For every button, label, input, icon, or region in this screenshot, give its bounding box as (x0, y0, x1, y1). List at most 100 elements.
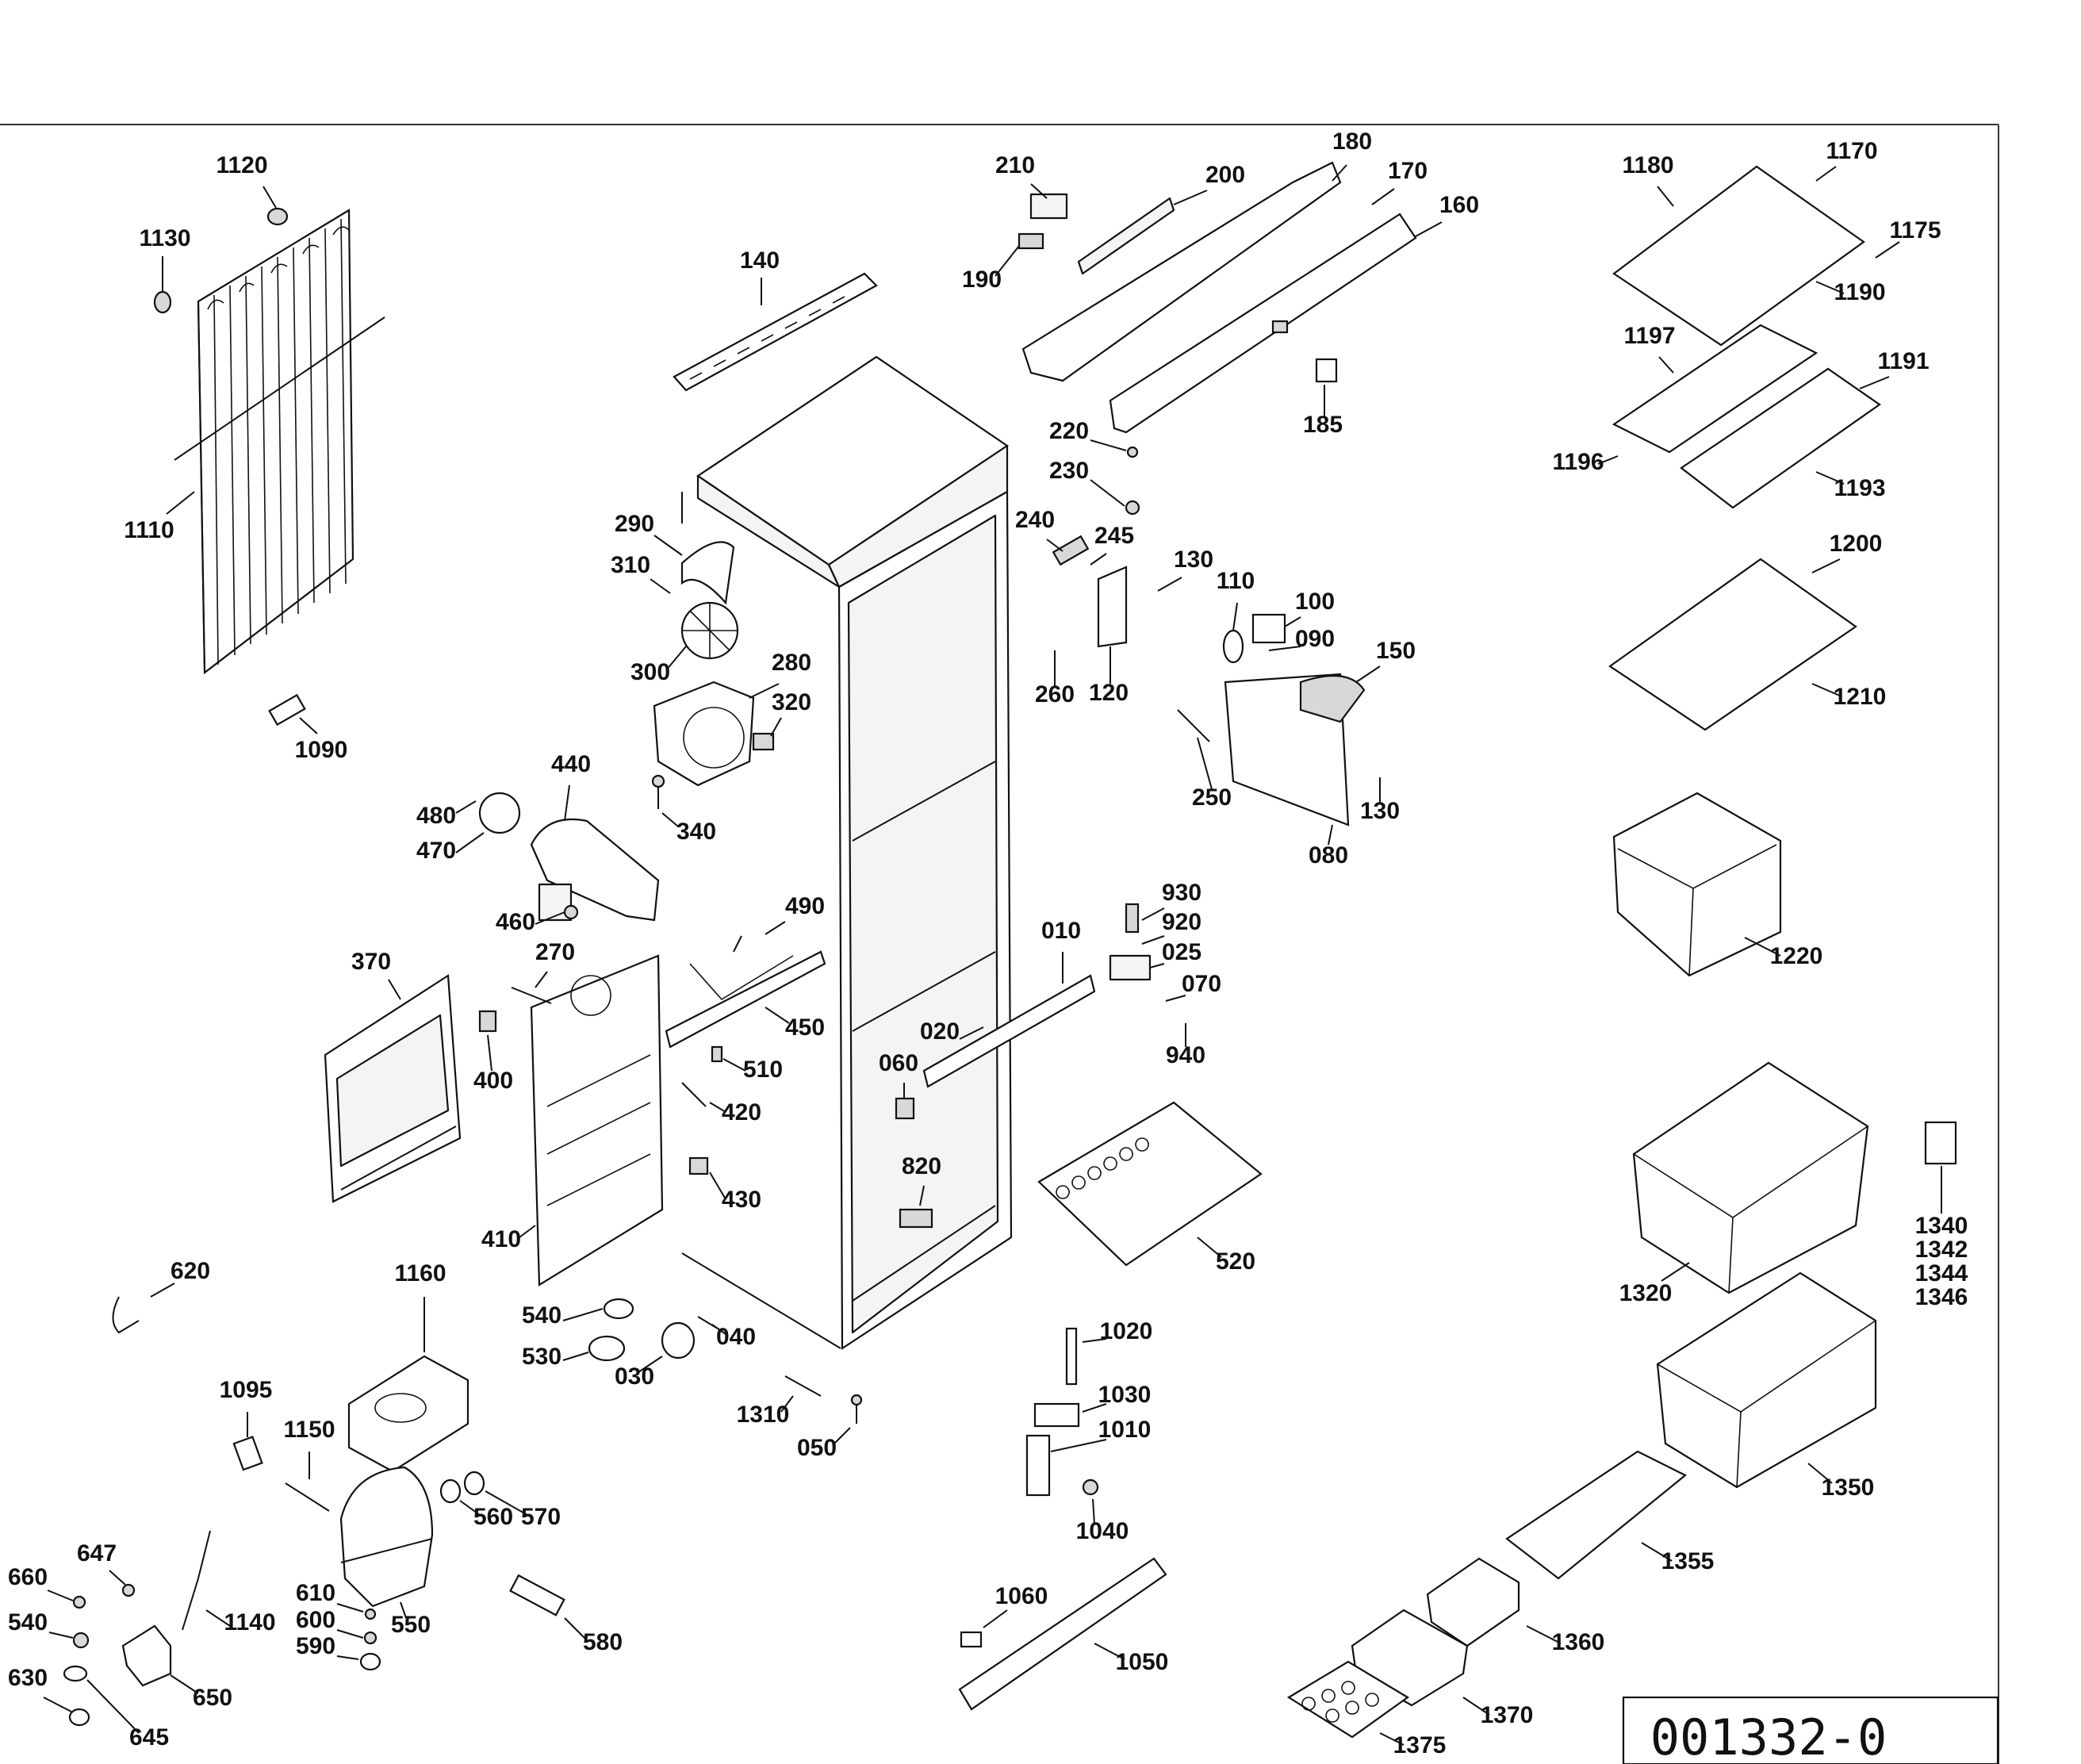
callout-label-460: 460 (496, 909, 535, 935)
leader-line-1360 (1526, 1625, 1562, 1644)
callout-label-130b: 130 (1360, 798, 1400, 824)
air-duct-440 (530, 818, 660, 922)
leader-line-070 (1165, 995, 1186, 1002)
callout-label-590: 590 (296, 1633, 335, 1659)
leader-lines-layer (43, 164, 1942, 1746)
leader-line-1200 (1811, 558, 1841, 573)
callout-label-070: 070 (1182, 971, 1221, 997)
drain-tube-1090 (268, 693, 306, 727)
callout-label-647: 647 (77, 1540, 117, 1567)
leader-line-560 (459, 1500, 481, 1516)
callout-label-1346: 1346 (1915, 1284, 1968, 1310)
condenser-coil (174, 209, 385, 675)
leader-line-1220 (1744, 937, 1781, 957)
hinge-assembly-025 (1109, 903, 1152, 981)
callout-label-1050: 1050 (1116, 1649, 1169, 1675)
leader-line-540a (562, 1308, 604, 1321)
callout-label-370: 370 (351, 949, 391, 975)
leader-line-025 (1149, 963, 1165, 968)
callout-label-1193: 1193 (1834, 475, 1885, 501)
bracket-645 (63, 1665, 88, 1682)
drawing-frame (0, 124, 1999, 1764)
ice-cube-tray-1375 (1286, 1660, 1410, 1739)
leader-line-400 (487, 1034, 492, 1072)
leader-line-440 (564, 784, 570, 822)
callout-label-100: 100 (1295, 589, 1335, 615)
leader-line-1120 (263, 186, 277, 209)
base-grille-1050 (958, 1557, 1167, 1711)
leader-line-100 (1284, 616, 1301, 627)
fan-motor-320 (752, 732, 775, 751)
control-panel-frame-180 (1021, 161, 1342, 382)
callout-label-400: 400 (473, 1068, 513, 1094)
callout-label-580: 580 (583, 1629, 623, 1655)
callout-label-130a: 130 (1174, 546, 1213, 573)
callout-label-270: 270 (535, 939, 575, 965)
bracket-430 (688, 1156, 709, 1175)
wheel-030 (661, 1321, 696, 1359)
stop-060 (895, 1097, 915, 1120)
screw-660 (72, 1595, 86, 1609)
screw-250 (1177, 709, 1210, 742)
callout-label-1090: 1090 (295, 737, 348, 763)
callout-label-230: 230 (1049, 458, 1089, 484)
callout-label-260: 260 (1035, 681, 1075, 708)
screw-340 (651, 774, 665, 809)
callout-label-245: 245 (1094, 523, 1134, 549)
callout-label-510: 510 (743, 1056, 783, 1083)
drawing-number: 001332-0 (1650, 1708, 1887, 1764)
clip-1060 (960, 1631, 983, 1648)
control-panel-cover-160 (1109, 213, 1417, 434)
leader-line-1090 (299, 717, 318, 734)
leader-line-090 (1268, 646, 1301, 651)
title-block: 001332-0 (1622, 1696, 1999, 1764)
leader-line-210 (1030, 183, 1048, 199)
leader-line-030 (638, 1356, 663, 1373)
callout-label-650: 650 (193, 1685, 232, 1711)
leader-line-020 (959, 1026, 984, 1040)
cable-1140 (182, 1530, 211, 1631)
leader-line-510 (722, 1058, 746, 1072)
screw-1040 (1082, 1478, 1099, 1496)
callout-label-220: 220 (1049, 418, 1089, 444)
leader-line-430 (709, 1172, 726, 1200)
callout-label-1020: 1020 (1100, 1318, 1153, 1344)
callout-label-200: 200 (1205, 162, 1245, 188)
leader-line-1210 (1811, 683, 1842, 697)
grommet-540 (603, 1298, 634, 1320)
leader-line-250 (1197, 737, 1213, 790)
callout-label-630: 630 (8, 1665, 48, 1691)
leader-line-550 (400, 1601, 407, 1619)
callout-label-410: 410 (481, 1226, 521, 1252)
leader-line-1375 (1379, 1732, 1405, 1746)
refrigerator-cabinet (681, 355, 1013, 1351)
leader-line-540b (48, 1632, 74, 1639)
leader-line-580 (564, 1617, 588, 1641)
leader-line-920 (1141, 935, 1165, 945)
door-rail-010 (922, 974, 1096, 1088)
callout-label-110: 110 (1217, 568, 1255, 594)
screw-420 (681, 1082, 707, 1107)
leader-line-930 (1141, 907, 1165, 921)
evaporator-cover-370 (324, 974, 462, 1203)
leader-line-590 (336, 1655, 359, 1660)
label-185 (1315, 358, 1338, 383)
callout-label-025: 025 (1162, 939, 1201, 965)
leader-line-820 (919, 1185, 925, 1206)
leader-line-080 (1328, 824, 1333, 846)
leader-line-180 (1332, 164, 1347, 182)
leader-line-460 (535, 911, 565, 925)
callout-label-1160: 1160 (394, 1260, 446, 1287)
callout-label-160: 160 (1439, 192, 1479, 218)
callout-label-170: 170 (1388, 158, 1428, 184)
callout-label-1342: 1342 (1915, 1237, 1968, 1263)
leader-line-1060 (983, 1609, 1008, 1628)
callout-label-540a: 540 (522, 1302, 561, 1329)
leader-line-1320 (1661, 1262, 1690, 1282)
callout-label-185: 185 (1303, 412, 1343, 438)
callout-label-1340: 1340 (1915, 1213, 1968, 1239)
callout-label-530: 530 (522, 1344, 561, 1370)
callout-label-450: 450 (785, 1014, 825, 1041)
shelf-support-820 (899, 1208, 933, 1229)
leader-line-1180 (1657, 186, 1674, 207)
